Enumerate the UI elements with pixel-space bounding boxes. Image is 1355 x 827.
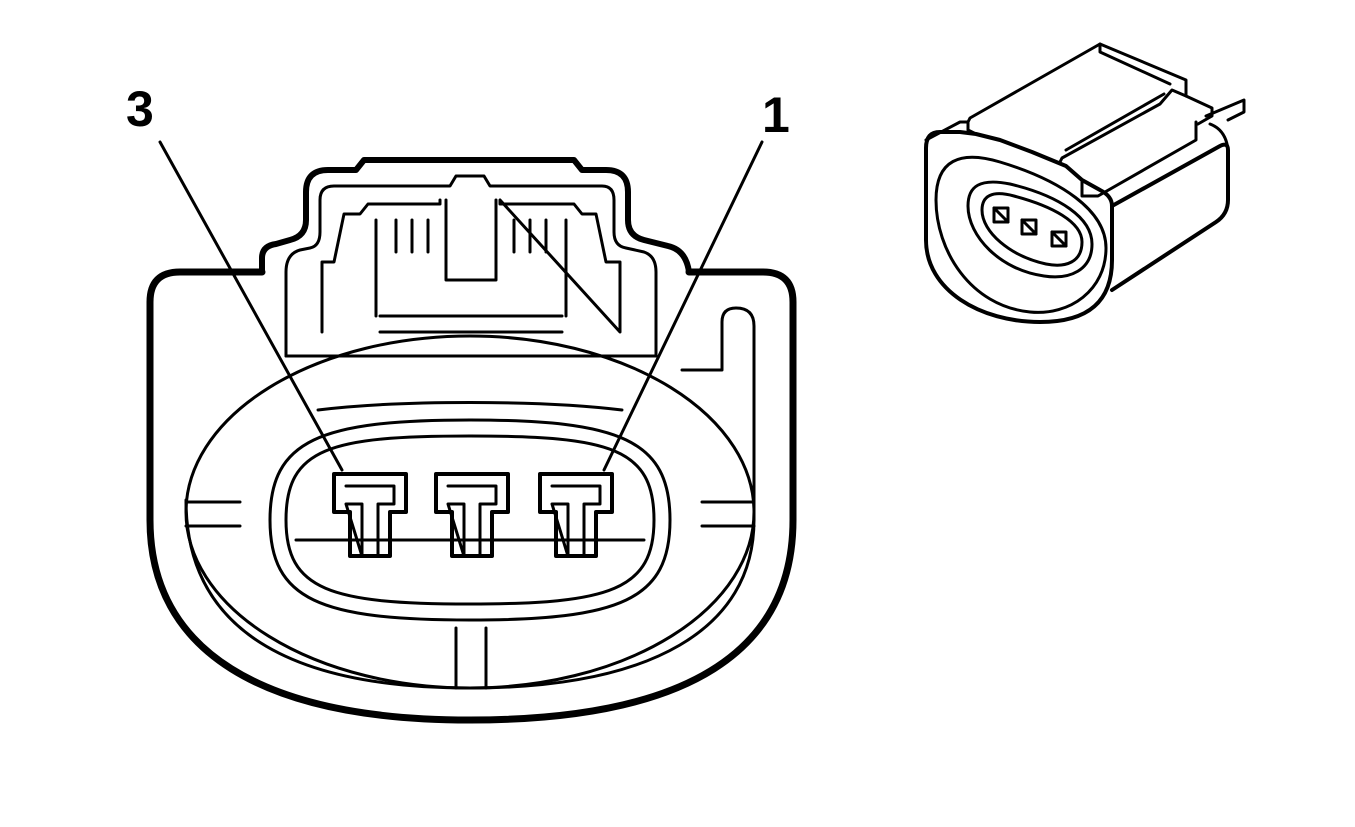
- seal-ring-outer: [184, 334, 756, 690]
- housing-outer-outline: [146, 268, 797, 724]
- terminal-pin-2: [434, 472, 510, 558]
- iso-seal-ring-outer: [934, 155, 1108, 314]
- iso-side-detail: [1080, 98, 1246, 198]
- iso-seal-ring-inner: [966, 180, 1094, 279]
- housing-inner-right: [680, 306, 756, 522]
- pin-label-1: 1: [762, 87, 790, 143]
- connector-isometric-view: [924, 42, 1246, 324]
- seal-ring-middle: [268, 418, 672, 622]
- terminal-cavity: [294, 401, 646, 542]
- leader-line-pin-1: [602, 140, 764, 472]
- leader-line-pin-3: [158, 140, 344, 472]
- iso-terminal-face: [980, 192, 1084, 267]
- connector-front-view: [146, 140, 797, 724]
- latch-window: [320, 198, 622, 334]
- latch-outer-outline: [259, 157, 692, 275]
- iso-side-face: [1110, 142, 1230, 292]
- seal-ring-inner: [284, 434, 656, 606]
- terminal-pin-3: [332, 472, 408, 558]
- pin-label-3: 3: [126, 81, 154, 137]
- latch-center-tab: [444, 198, 498, 282]
- housing-dividers: [184, 500, 756, 690]
- terminal-pin-1: [538, 472, 614, 558]
- iso-top-ridge: [966, 42, 1188, 164]
- latch-ribs: [374, 218, 568, 334]
- iso-pins: [992, 206, 1068, 248]
- latch-inner-outline: [284, 174, 658, 358]
